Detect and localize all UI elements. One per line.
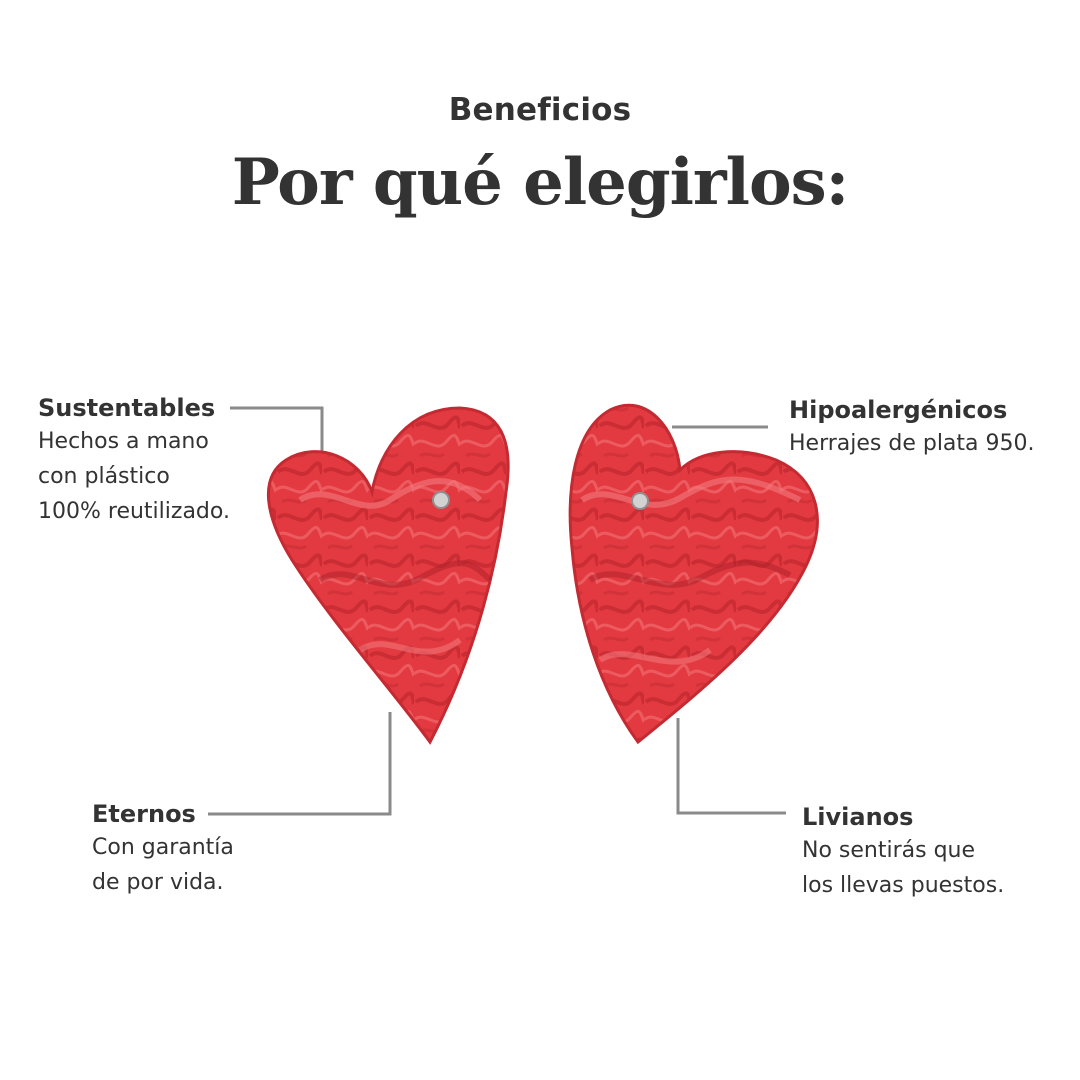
benefit-title: Hipoalergénicos — [789, 396, 1008, 424]
benefit-title: Sustentables — [38, 394, 216, 422]
benefit-sustentables: Sustentables Hechos a mano con plástico … — [38, 392, 230, 529]
benefit-description-line: No sentirás que — [802, 838, 976, 863]
benefit-description-line: los llevas puestos. — [802, 873, 1005, 898]
right-heart-earring — [568, 403, 819, 745]
benefit-description-line: Hechos a mano — [38, 429, 209, 454]
benefit-hipoalergenicos: Hipoalergénicos Herrajes de plata 950. — [789, 394, 1035, 461]
benefit-description-line: Herrajes de plata 950. — [789, 431, 1035, 456]
connector-livianos — [676, 718, 786, 815]
eyebrow-label: Beneficios — [448, 92, 632, 128]
left-heart-earring — [266, 406, 510, 745]
page-title: Por qué elegirlos: — [231, 145, 850, 220]
benefit-description-line: con plástico — [38, 464, 170, 489]
connector-sustentables — [230, 406, 324, 458]
benefit-title: Livianos — [802, 803, 914, 831]
benefit-description-line: 100% reutilizado. — [38, 499, 230, 524]
benefit-description-line: de por vida. — [92, 870, 224, 895]
silver-stud-icon — [631, 492, 649, 510]
benefit-livianos: Livianos No sentirás que los llevas pues… — [802, 801, 1004, 903]
benefit-title: Eternos — [92, 800, 196, 828]
benefit-eternos: Eternos Con garantía de por vida. — [92, 798, 234, 900]
silver-stud-icon — [432, 491, 450, 509]
benefit-description-line: Con garantía — [92, 835, 234, 860]
connector-eternos — [208, 712, 392, 816]
